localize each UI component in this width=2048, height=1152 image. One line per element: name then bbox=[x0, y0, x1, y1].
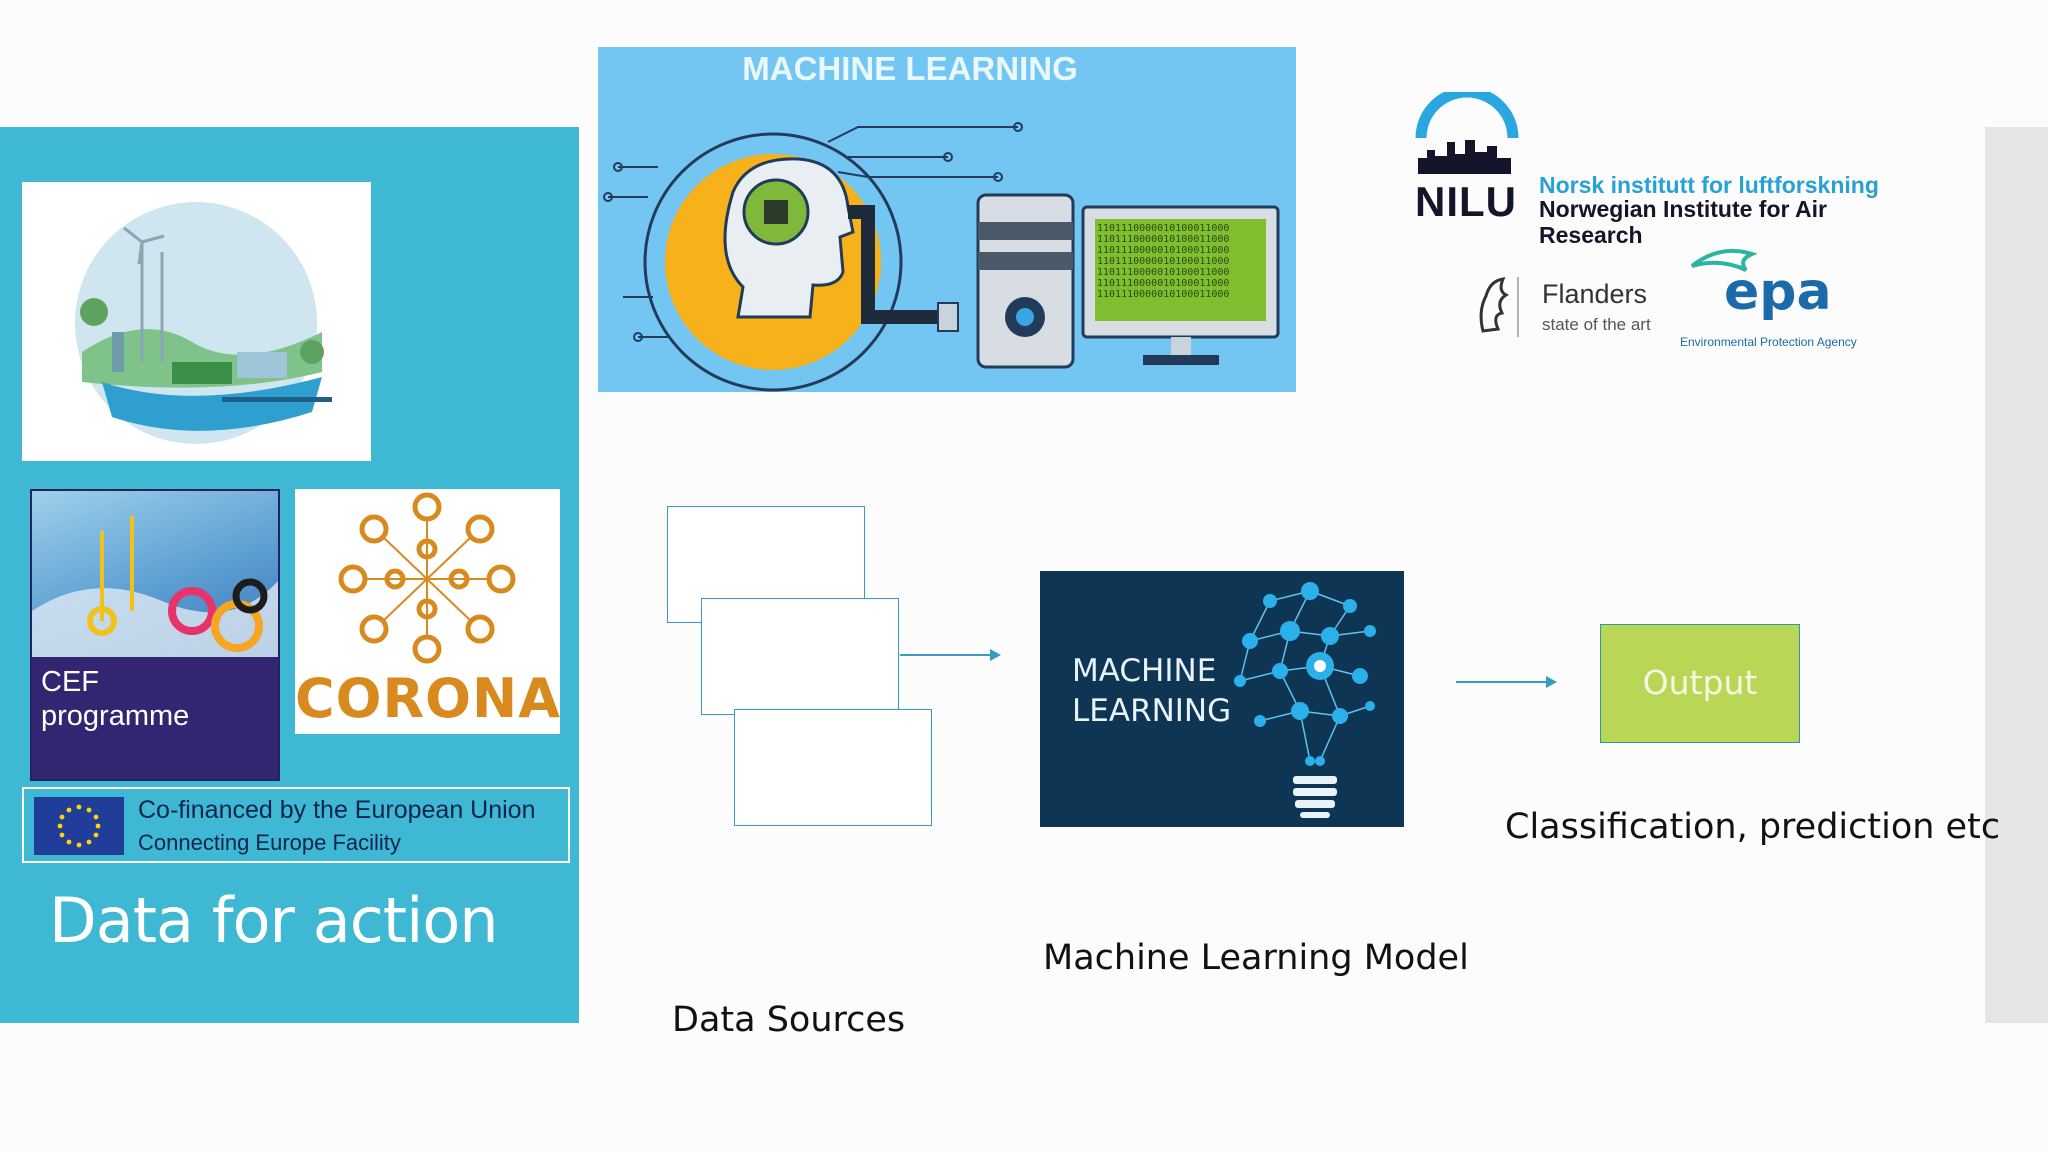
cef-programme-label: CEF programme bbox=[41, 666, 190, 732]
model-caption: Machine Learning Model bbox=[1043, 938, 1469, 978]
output-caption: Classification, prediction etc bbox=[1505, 807, 2001, 847]
corona-wordmark: CORONA bbox=[295, 667, 562, 730]
data-source-box bbox=[734, 709, 932, 826]
lightbulb-network-icon bbox=[1234, 582, 1376, 818]
binary-line: 1101110000010100011000 bbox=[1097, 256, 1230, 267]
data-sources-caption: Data Sources bbox=[672, 1000, 906, 1040]
eu-flag-icon bbox=[34, 797, 124, 855]
eco-city-illustration bbox=[22, 182, 371, 461]
nilu-wordmark: NILU bbox=[1415, 178, 1517, 225]
binary-line: 1101110000010100011000 bbox=[1097, 234, 1230, 245]
panel-title: Data for action bbox=[49, 884, 499, 957]
binary-line: 1101110000010100011000 bbox=[1097, 289, 1230, 300]
flanders-logo: Flanders state of the art bbox=[1468, 265, 1668, 345]
ml-model-card: MACHINE LEARNING bbox=[1040, 571, 1404, 827]
binary-screen: 1101110000010100011000 11011100000101000… bbox=[1097, 223, 1265, 319]
flanders-wordmark: Flanders bbox=[1542, 279, 1648, 309]
eu-facility-text: Connecting Europe Facility bbox=[138, 830, 401, 855]
binary-line: 1101110000010100011000 bbox=[1097, 223, 1230, 234]
banner-title: MACHINE LEARNING bbox=[742, 50, 1078, 87]
binary-line: 1101110000010100011000 bbox=[1097, 278, 1230, 289]
cef-programme-card: CEF programme bbox=[30, 489, 280, 781]
output-label: Output bbox=[1642, 663, 1758, 702]
epa-subtitle: Environmental Protection Agency bbox=[1680, 335, 1857, 349]
eu-cofinanced-text: Co-financed by the European Union bbox=[138, 796, 536, 824]
binary-line: 1101110000010100011000 bbox=[1097, 245, 1230, 256]
corona-logo: CORONA bbox=[295, 489, 560, 734]
data-source-box bbox=[701, 598, 899, 715]
binary-line: 1101110000010100011000 bbox=[1097, 267, 1230, 278]
machine-learning-banner: MACHINE LEARNING 1101110000010100011000 bbox=[598, 47, 1296, 392]
flanders-tagline: state of the art bbox=[1542, 315, 1651, 334]
eu-cofinanced-banner: Co-financed by the European Union Connec… bbox=[22, 787, 570, 863]
epa-logo: epa Environmental Protection Agency bbox=[1680, 240, 1870, 350]
model-to-output-arrow bbox=[1456, 676, 1557, 688]
nilu-english-name: Norwegian Institute for Air Research bbox=[1539, 196, 1827, 248]
nilu-norwegian-name: Norsk institutt for luftforskning bbox=[1539, 172, 1879, 198]
cef-globe-image bbox=[32, 491, 278, 657]
sources-to-model-arrow bbox=[900, 649, 1001, 661]
ml-model-label: MACHINE LEARNING bbox=[1072, 653, 1232, 729]
nilu-logo: NILU Norsk institutt for luftforskning N… bbox=[1413, 92, 1933, 248]
right-grey-strip bbox=[1985, 127, 2048, 1023]
epa-wordmark: epa bbox=[1724, 262, 1832, 322]
output-box: Output bbox=[1600, 624, 1800, 743]
